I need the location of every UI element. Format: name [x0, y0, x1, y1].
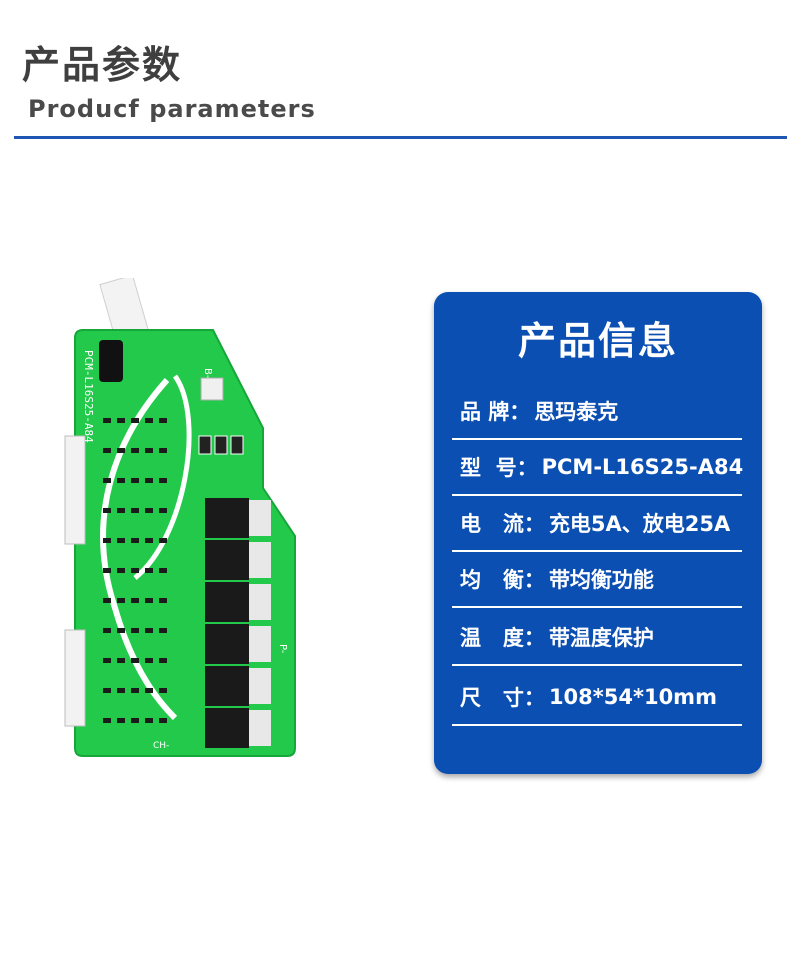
info-value: PCM-L16S25-A84 — [541, 455, 744, 479]
silk-p-minus: P- — [277, 644, 288, 654]
product-info-card: 产品信息 品 牌： 思玛泰克 型 号： PCM-L16S25-A84 电 流： … — [434, 292, 762, 774]
title-divider — [14, 136, 787, 139]
info-row-brand: 品 牌： 思玛泰克 — [452, 384, 742, 440]
info-label: 品 牌： — [460, 400, 531, 424]
silk-b-minus: B- — [202, 368, 213, 379]
info-row-size: 尺 寸： 108*54*10mm — [452, 670, 742, 726]
info-row-temperature: 温 度： 带温度保护 — [452, 610, 742, 666]
info-label: 电 流： — [460, 512, 545, 536]
info-value: 思玛泰克 — [534, 400, 619, 424]
info-label: 温 度： — [460, 626, 545, 650]
info-value: 108*54*10mm — [548, 685, 717, 709]
card-title: 产品信息 — [517, 319, 678, 363]
pcb-board-illustration: PCM-L16S25-A84 B- P- CH- — [64, 274, 296, 757]
info-label: 尺 寸： — [460, 686, 545, 710]
silk-model-text: PCM-L16S25-A84 — [82, 350, 95, 443]
info-row-balance: 均 衡： 带均衡功能 — [452, 552, 742, 608]
info-label: 型 号： — [460, 456, 538, 480]
info-row-model: 型 号： PCM-L16S25-A84 — [452, 440, 744, 496]
info-row-current: 电 流： 充电5A、放电25A — [452, 496, 742, 552]
silk-ch-minus: CH- — [153, 741, 169, 751]
info-value: 充电5A、放电25A — [548, 512, 731, 536]
info-label: 均 衡： — [460, 568, 545, 592]
info-value: 带温度保护 — [548, 626, 654, 650]
page-title: 产品参数 — [22, 43, 183, 87]
info-value: 带均衡功能 — [548, 568, 654, 592]
product-image: PCM-L16S25-A84 B- P- CH- — [55, 274, 315, 768]
page-subtitle: Producf parameters — [28, 95, 316, 123]
